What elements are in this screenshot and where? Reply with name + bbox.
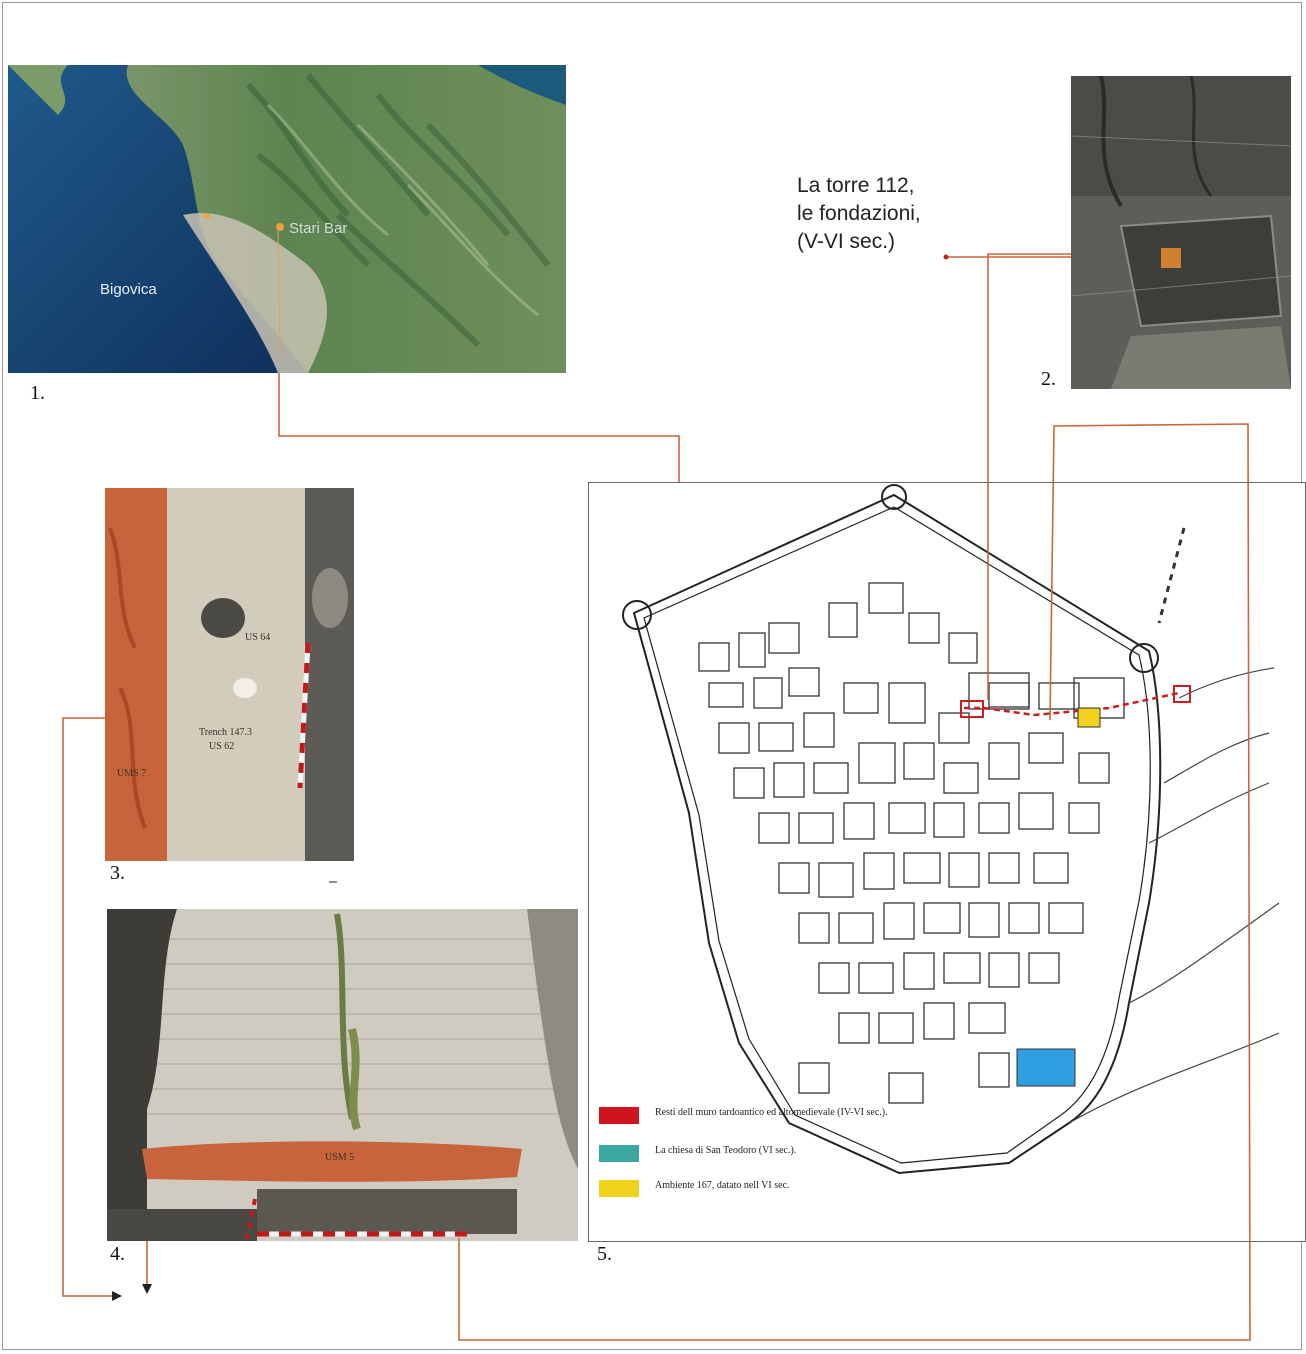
legend-row-room-167: Ambiente 167, datato nell VI sec. xyxy=(599,1180,790,1197)
place-label-bigovica: Bigovica xyxy=(100,281,157,298)
satellite-image: Bigovica Stari Bar xyxy=(8,65,566,373)
wall-photo: USM 5 xyxy=(107,909,578,1241)
trench-photo: UMS 7 US 64 Trench 147.3 US 62 xyxy=(105,488,354,861)
panel-number-5: 5. xyxy=(597,1243,612,1265)
legend-swatch-red xyxy=(599,1107,639,1124)
legend-row-church: La chiesa di San Teodoro (VI sec.). xyxy=(599,1145,796,1162)
legend-text-church: La chiesa di San Teodoro (VI sec.). xyxy=(655,1145,797,1156)
legend-swatch-teal xyxy=(599,1145,639,1162)
trench-label-us62: US 62 xyxy=(209,741,235,752)
legend-swatch-yellow xyxy=(599,1180,639,1197)
tower-caption-line-2: le fondazioni, xyxy=(797,202,921,225)
legend-text-room-167: Ambiente 167, datato nell VI sec. xyxy=(655,1180,790,1191)
place-label-stari-bar: Stari Bar xyxy=(289,220,348,237)
wall-label-usm5: USM 5 xyxy=(325,1152,355,1163)
panel-number-2: 2. xyxy=(1041,368,1056,390)
legend-row-late-antique-wall: Resti dell muro tardoantico ed altomedie… xyxy=(599,1107,888,1124)
panel-number-3: 3. xyxy=(110,862,125,884)
panel-number-1: 1. xyxy=(30,382,45,404)
tower-caption: La torre 112, le fondazioni, (V-VI sec.) xyxy=(797,172,921,256)
site-plan: Resti dell muro tardoantico ed altomedie… xyxy=(588,482,1306,1242)
tower-caption-line-3: (V-VI sec.) xyxy=(797,230,896,253)
legend-text-late-antique-wall: Resti dell muro tardoantico ed altomedie… xyxy=(655,1107,888,1118)
trench-label-trench: Trench 147.3 xyxy=(199,727,252,738)
trench-label-us64: US 64 xyxy=(245,632,271,643)
trench-label-ums7: UMS 7 xyxy=(117,768,147,779)
tower-foundation-photo xyxy=(1071,76,1291,389)
tower-caption-line-1: La torre 112, xyxy=(797,174,915,197)
panel-number-4: 4. xyxy=(110,1243,125,1265)
